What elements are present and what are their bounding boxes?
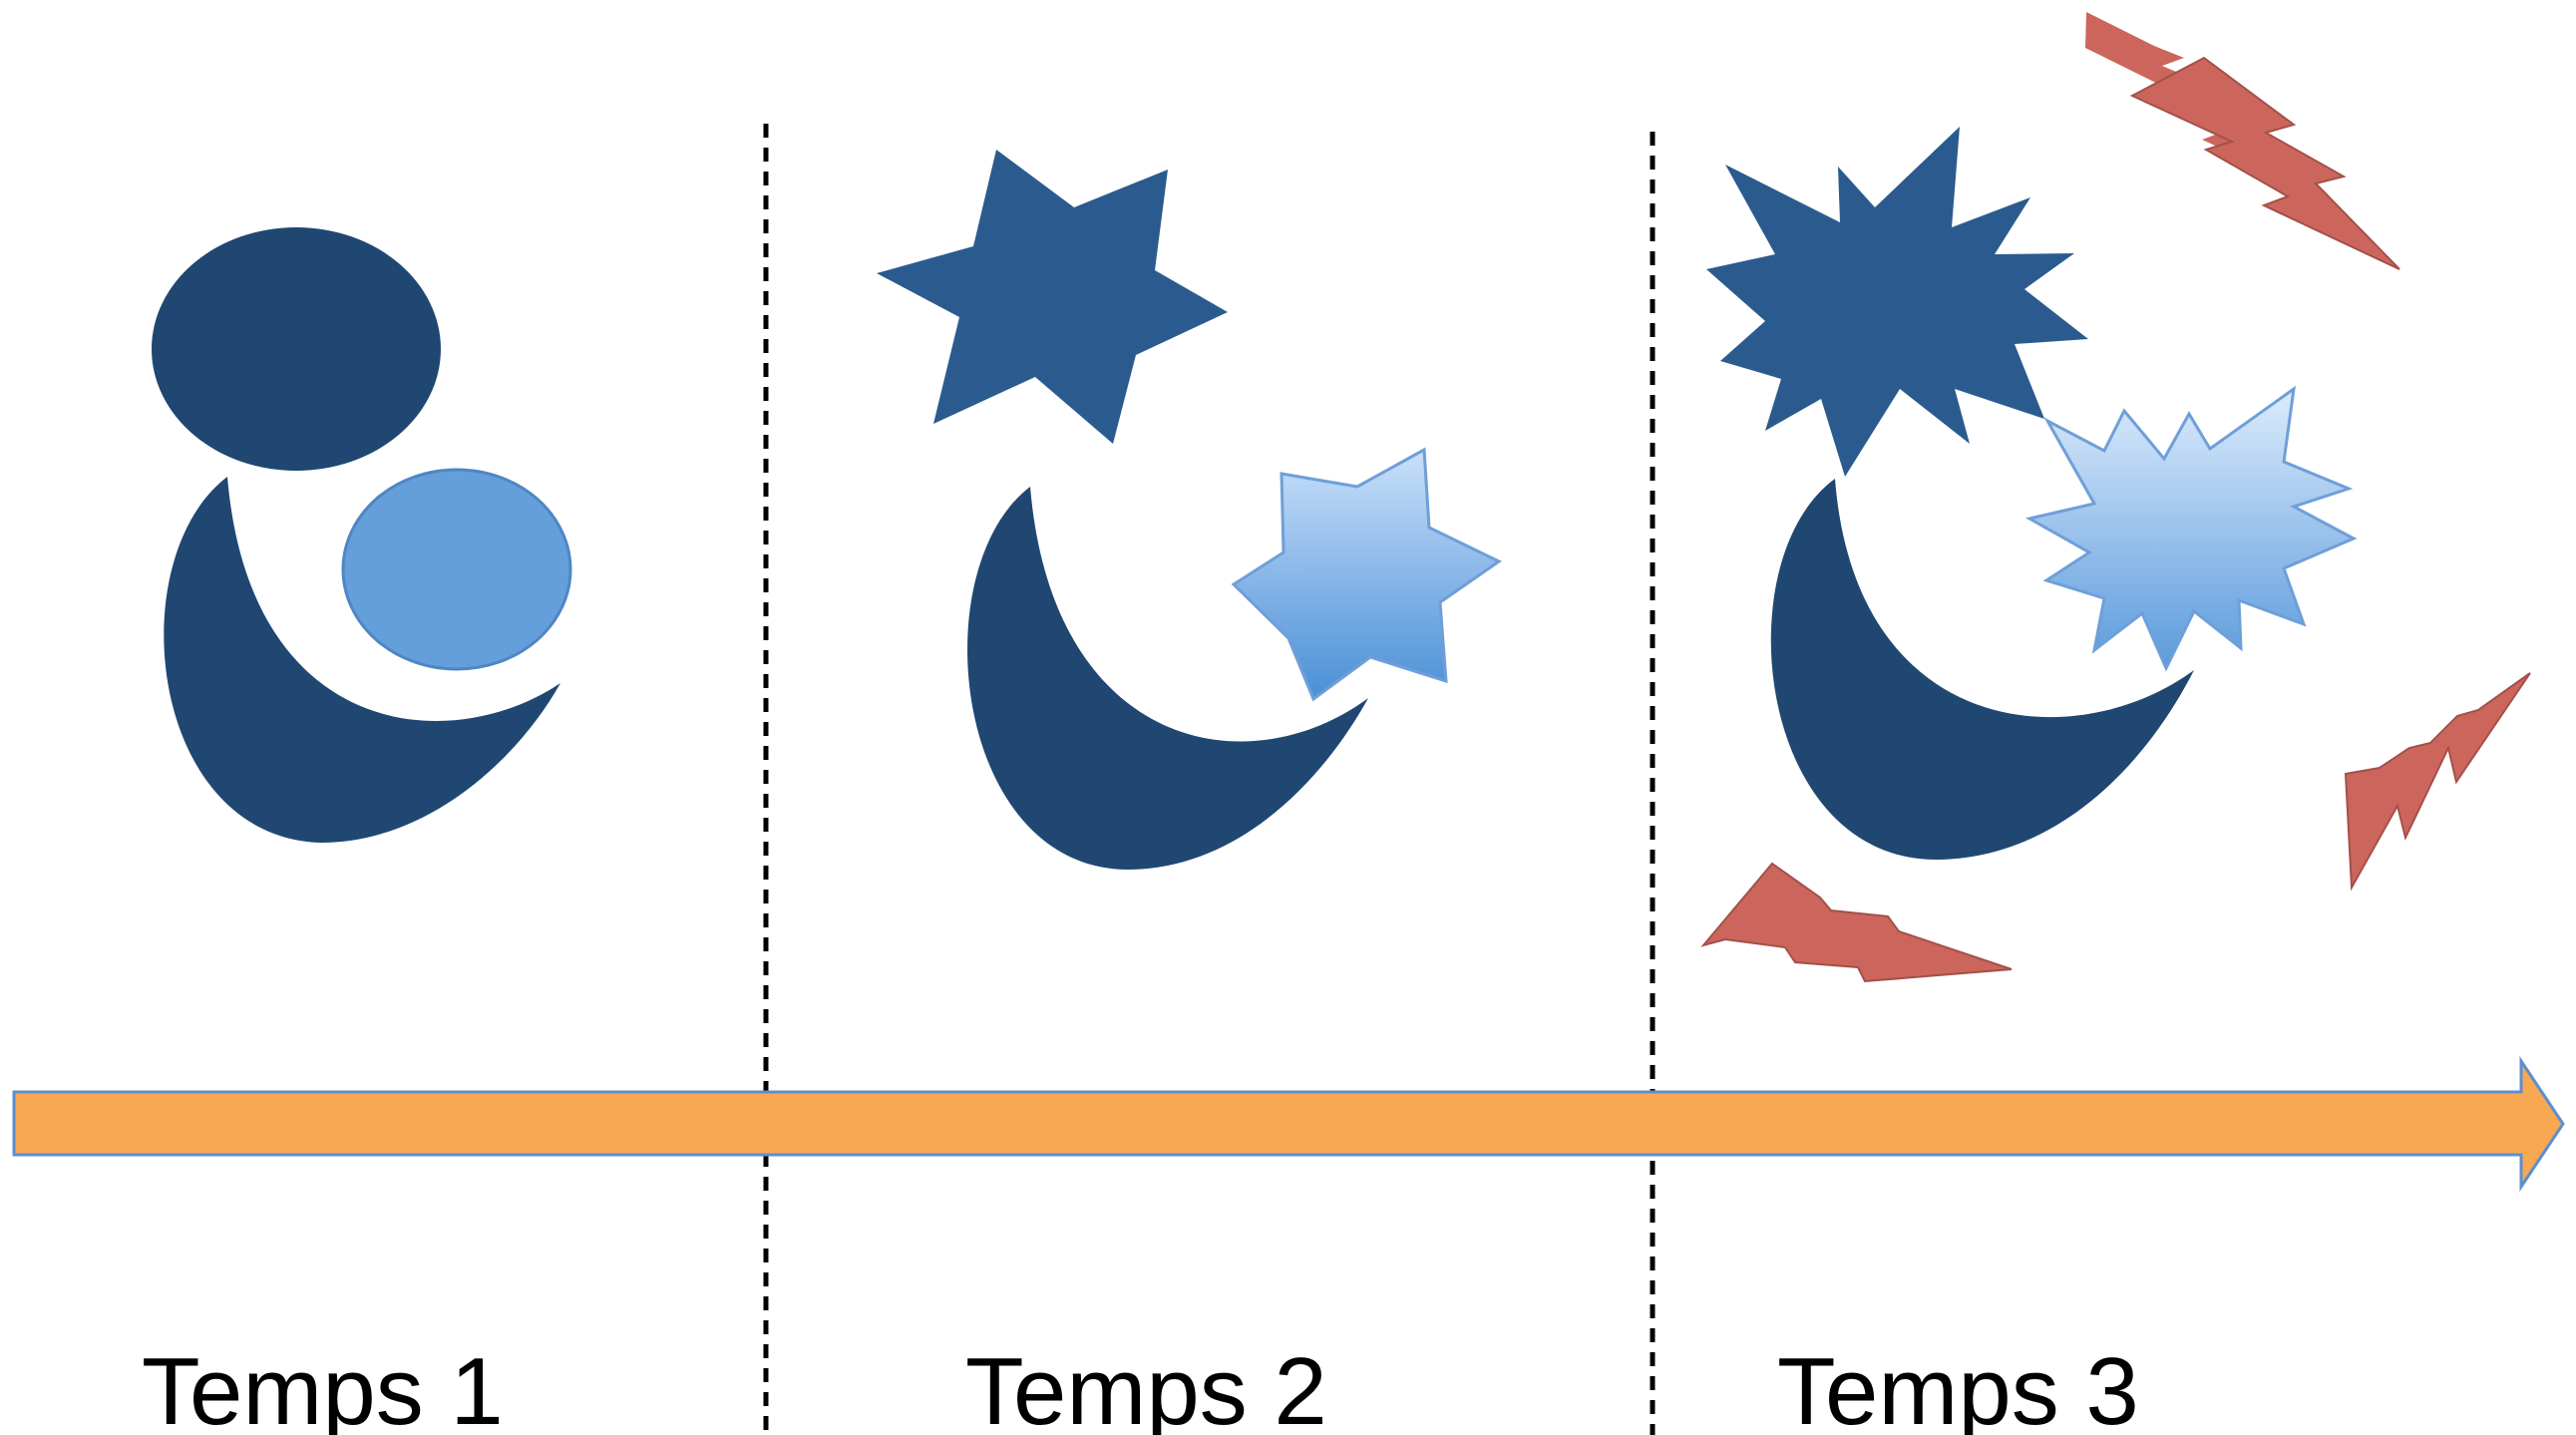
dark-star-icon — [877, 150, 1228, 444]
light-star-icon — [1231, 447, 1502, 702]
dark-burst-icon — [1706, 127, 2088, 477]
lightning-icon — [1700, 862, 2013, 983]
dark-oval-icon — [152, 227, 441, 471]
light-burst-icon — [2024, 385, 2358, 672]
phase-2-group — [877, 150, 1502, 870]
phase-1-group — [152, 227, 572, 843]
lightning-icon — [2344, 672, 2531, 892]
crescent-icon — [164, 477, 561, 843]
lightning-icon — [2129, 56, 2400, 270]
phase-label-2: Temps 2 — [965, 1338, 1327, 1435]
phase-label-1: Temps 1 — [142, 1338, 504, 1435]
timeline-arrow-icon — [12, 1056, 2565, 1192]
phase-label-3: Temps 3 — [1777, 1338, 2139, 1435]
phase-3-group — [1700, 12, 2531, 983]
crescent-icon — [1770, 479, 2194, 860]
crescent-icon — [967, 487, 1368, 870]
light-oval-icon — [341, 468, 572, 671]
